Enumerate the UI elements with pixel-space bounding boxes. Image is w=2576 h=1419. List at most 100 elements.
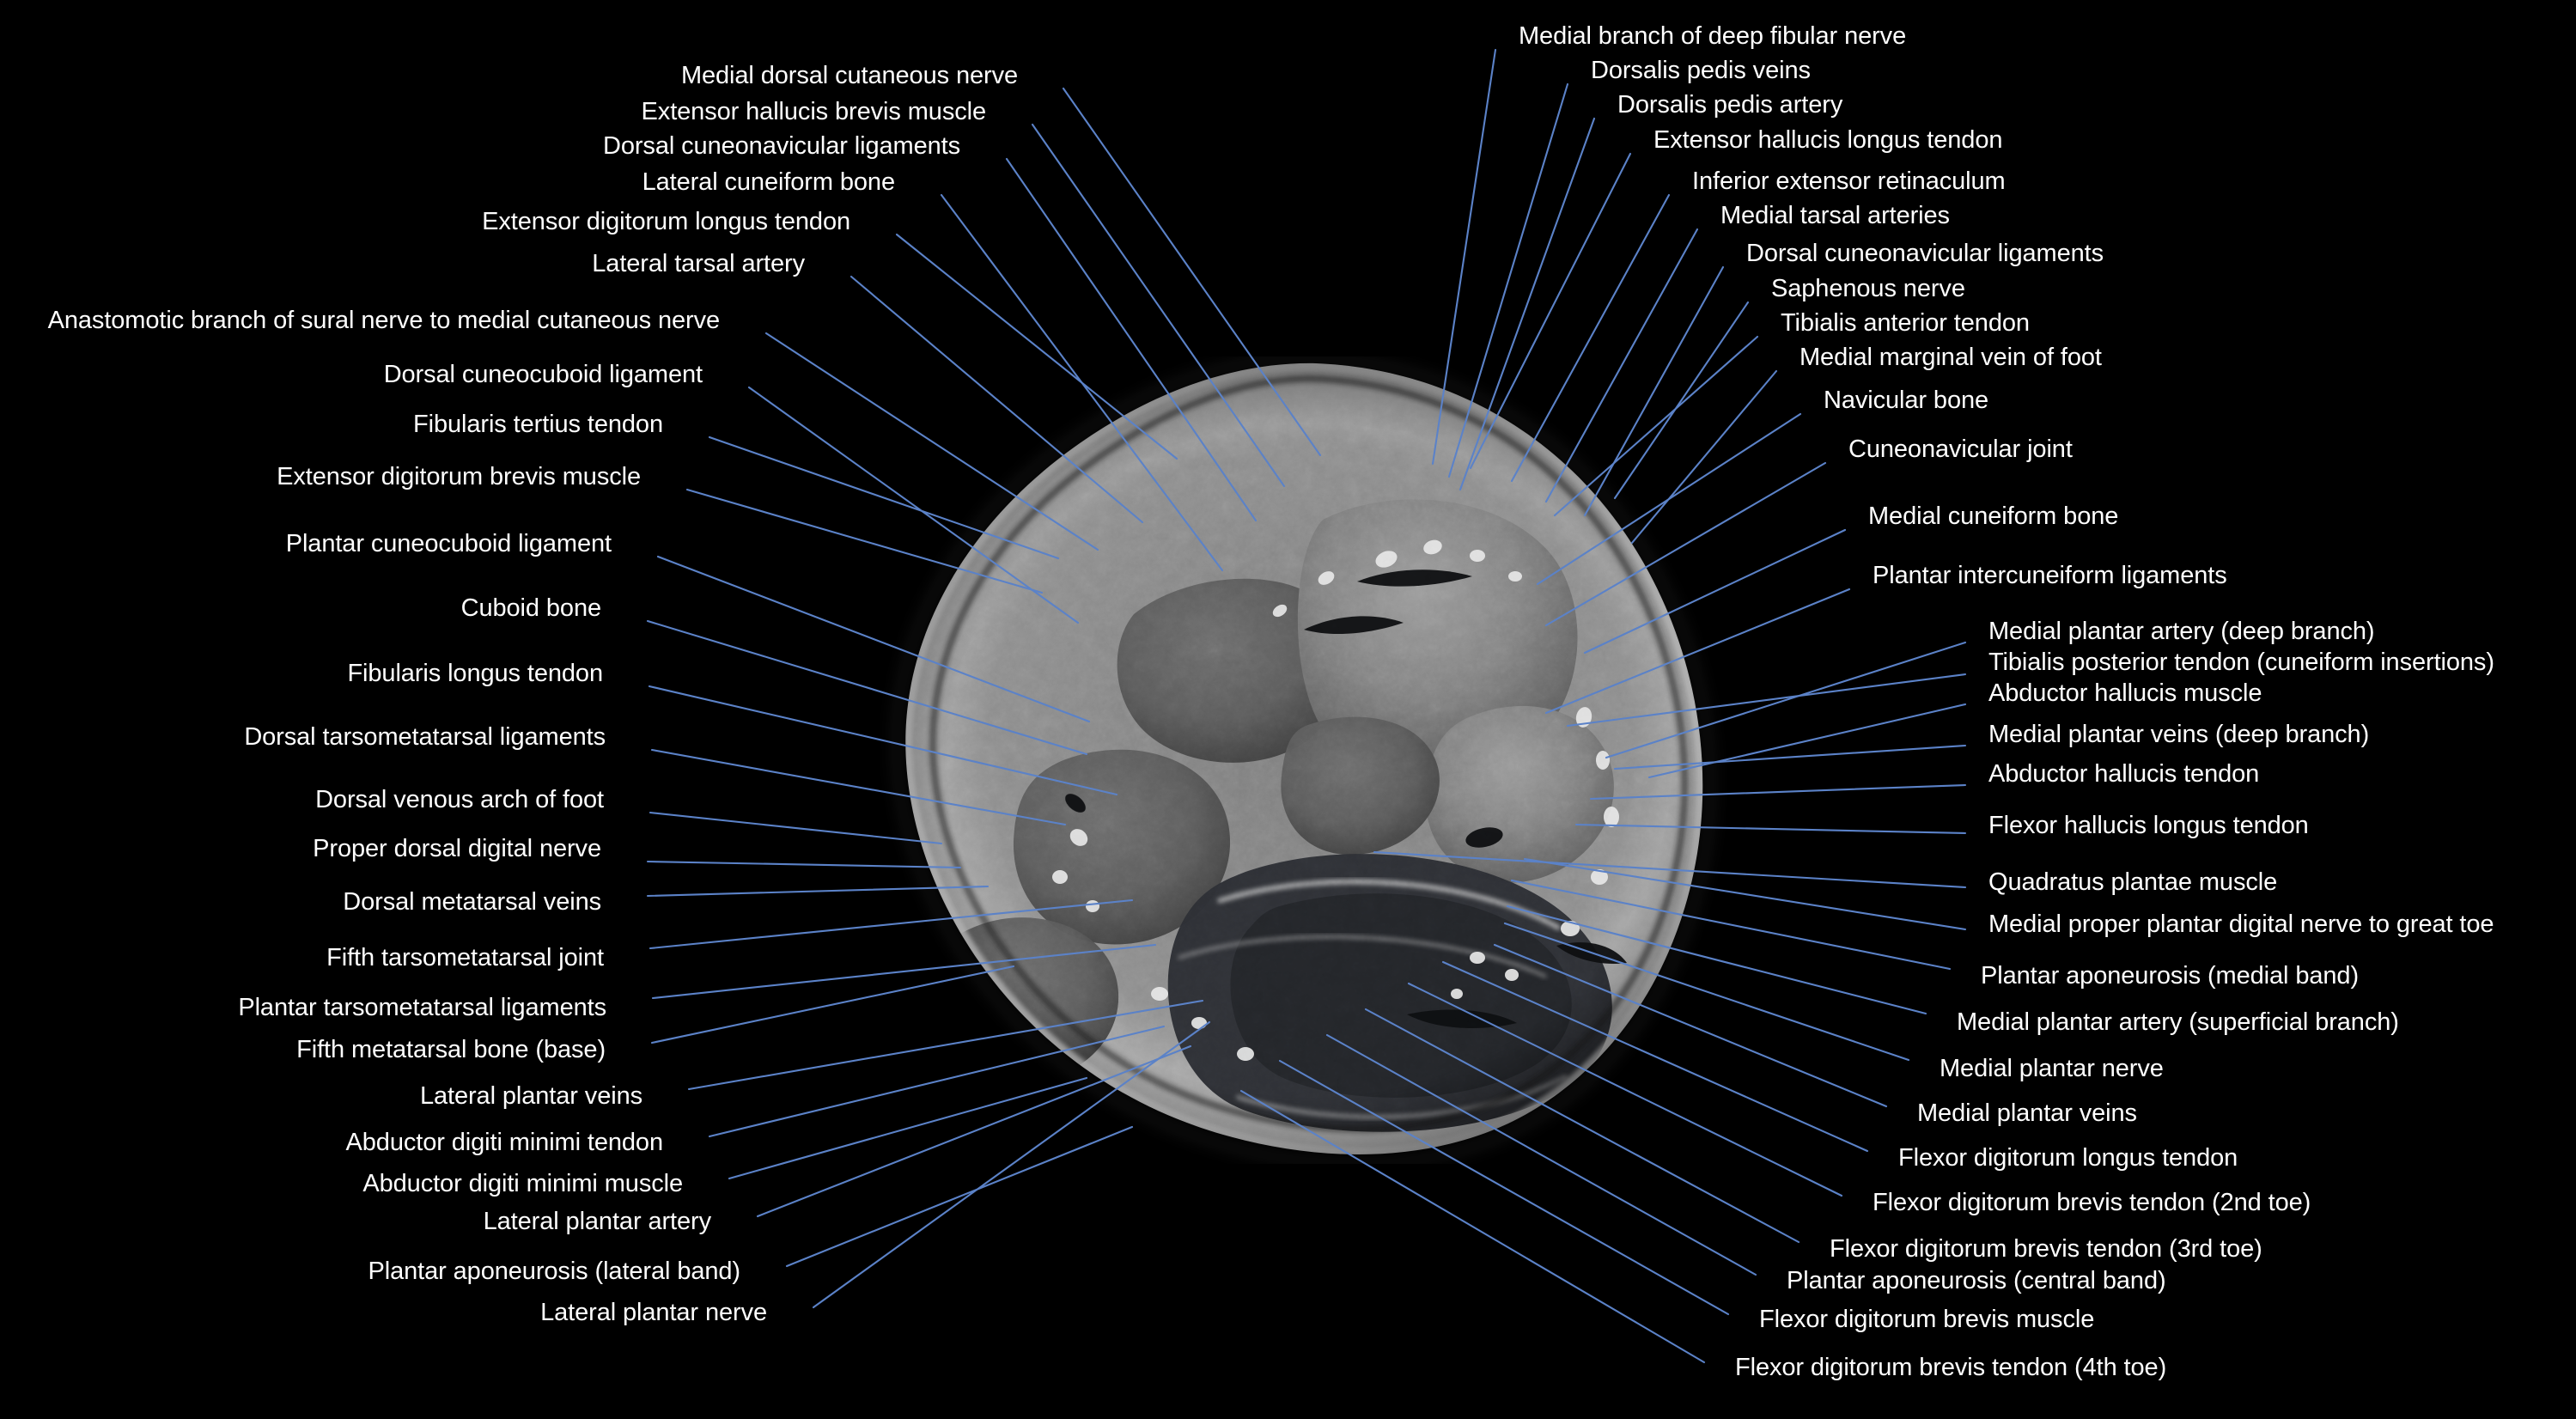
label-lateral-plantar-veins: Lateral plantar veins — [419, 1082, 642, 1110]
leader-line-dorsalis-pedis-artery — [1459, 117, 1596, 491]
leader-line-medial-branch-deep-fibular-nerve — [1431, 48, 1497, 466]
label-navicular-bone: Navicular bone — [1824, 387, 1989, 414]
leader-line-plantar-aponeurosis-central-band — [1325, 1033, 1757, 1276]
leader-line-dorsal-tarsometatarsal-ligaments — [650, 748, 1067, 826]
leader-line-lateral-plantar-veins — [687, 999, 1204, 1091]
leader-line-plantar-cuneocuboid-ligament — [656, 555, 1091, 723]
label-fifth-metatarsal-bone-base: Fifth metatarsal bone (base) — [296, 1036, 606, 1063]
leader-line-anastomotic-branch-sural-nerve — [764, 332, 1099, 551]
label-plantar-aponeurosis-central-band: Plantar aponeurosis (central band) — [1787, 1267, 2166, 1294]
label-lateral-plantar-nerve: Lateral plantar nerve — [540, 1299, 767, 1326]
label-dorsal-venous-arch-of-foot: Dorsal venous arch of foot — [315, 786, 604, 813]
leader-line-fifth-tarsometatarsal-joint — [649, 898, 1134, 950]
leader-line-medial-dorsal-cutaneous-nerve — [1062, 87, 1322, 457]
label-medial-plantar-artery-deep: Medial plantar artery (deep branch) — [1988, 618, 2375, 645]
leader-line-tibialis-anterior-tendon — [1553, 335, 1759, 517]
label-lateral-plantar-artery: Lateral plantar artery — [483, 1208, 711, 1235]
leader-line-quadratus-plantae-muscle — [1373, 850, 1967, 889]
label-abductor-hallucis-muscle: Abductor hallucis muscle — [1988, 679, 2262, 707]
leader-line-cuboid-bone — [646, 619, 1088, 756]
label-quadratus-plantae-muscle: Quadratus plantae muscle — [1988, 868, 2278, 896]
leader-line-flexor-hallucis-longus-tendon — [1574, 823, 1967, 835]
label-inferior-extensor-retinaculum: Inferior extensor retinaculum — [1692, 167, 2006, 195]
leader-line-navicular-bone — [1536, 412, 1802, 586]
leader-line-dorsal-metatarsal-veins — [646, 885, 990, 898]
leader-line-fifth-metatarsal-bone-base — [650, 965, 1015, 1044]
leader-line-saphenous-nerve — [1613, 301, 1750, 500]
leader-line-dorsal-cuneonavicular-ligaments-left — [1005, 157, 1258, 522]
leader-line-plantar-intercuneiform-ligaments — [1544, 588, 1851, 715]
leader-line-plantar-aponeurosis-lateral-band — [785, 1125, 1134, 1268]
label-cuboid-bone: Cuboid bone — [460, 594, 601, 622]
leader-line-abductor-hallucis-muscle — [1647, 703, 1967, 779]
leader-line-plantar-aponeurosis-medial-band — [1510, 879, 1952, 971]
label-plantar-tarsometatarsal-ligaments: Plantar tarsometatarsal ligaments — [238, 994, 606, 1021]
label-medial-cuneiform-bone: Medial cuneiform bone — [1868, 502, 2119, 530]
label-lateral-tarsal-artery: Lateral tarsal artery — [592, 250, 805, 277]
leader-line-flexor-digitorum-brevis-tendon-3 — [1364, 1008, 1800, 1244]
leader-line-medial-plantar-veins — [1493, 943, 1888, 1108]
label-flexor-digitorum-brevis-tendon-4: Flexor digitorum brevis tendon (4th toe) — [1735, 1354, 2167, 1381]
label-flexor-digitorum-brevis-tendon-2: Flexor digitorum brevis tendon (2nd toe) — [1873, 1189, 2311, 1216]
label-flexor-digitorum-brevis-muscle: Flexor digitorum brevis muscle — [1759, 1306, 2095, 1333]
label-flexor-digitorum-longus-tendon: Flexor digitorum longus tendon — [1898, 1144, 2238, 1172]
leader-line-medial-plantar-artery-superficial — [1506, 904, 1927, 1015]
leader-line-abductor-hallucis-tendon — [1589, 783, 1967, 801]
label-anastomotic-branch-sural-nerve: Anastomotic branch of sural nerve to med… — [47, 307, 720, 334]
leader-line-extensor-hallucis-longus-tendon — [1469, 152, 1632, 470]
label-fifth-tarsometatarsal-joint: Fifth tarsometatarsal joint — [326, 944, 604, 971]
label-dorsal-cuneonavicular-ligaments-left: Dorsal cuneonavicular ligaments — [603, 132, 960, 160]
leader-line-medial-marginal-vein-of-foot — [1630, 369, 1778, 545]
leader-line-inferior-extensor-retinaculum — [1510, 193, 1671, 483]
label-plantar-aponeurosis-lateral-band: Plantar aponeurosis (lateral band) — [368, 1258, 741, 1285]
leader-line-medial-plantar-nerve — [1503, 922, 1910, 1062]
label-fibularis-tertius-tendon: Fibularis tertius tendon — [413, 411, 663, 438]
label-tibialis-posterior-tendon-cuneiform: Tibialis posterior tendon (cuneiform ins… — [1988, 649, 2494, 676]
label-lateral-cuneiform-bone: Lateral cuneiform bone — [642, 168, 896, 196]
label-medial-plantar-veins: Medial plantar veins — [1917, 1099, 2137, 1127]
leader-line-abductor-digiti-minimi-tendon — [708, 1025, 1166, 1138]
label-medial-branch-deep-fibular-nerve: Medial branch of deep fibular nerve — [1519, 22, 1907, 50]
label-flexor-digitorum-brevis-tendon-3: Flexor digitorum brevis tendon (3rd toe) — [1830, 1235, 2262, 1263]
label-medial-plantar-nerve: Medial plantar nerve — [1940, 1055, 2164, 1082]
leader-line-dorsal-cuneocuboid-ligament — [747, 386, 1080, 624]
leader-line-lateral-plantar-artery — [756, 1044, 1192, 1218]
leader-line-dorsal-cuneonavicular-ligaments-right — [1583, 265, 1725, 517]
leader-line-lateral-plantar-nerve — [812, 1020, 1211, 1309]
label-abductor-digiti-minimi-muscle: Abductor digiti minimi muscle — [362, 1170, 683, 1197]
label-proper-dorsal-digital-nerve: Proper dorsal digital nerve — [313, 835, 601, 862]
leader-line-fibularis-longus-tendon — [648, 685, 1118, 796]
label-flexor-hallucis-longus-tendon: Flexor hallucis longus tendon — [1988, 812, 2309, 839]
label-abductor-digiti-minimi-tendon: Abductor digiti minimi tendon — [345, 1129, 664, 1156]
leader-line-medial-plantar-artery-deep — [1605, 641, 1967, 759]
leader-line-dorsalis-pedis-veins — [1447, 82, 1569, 478]
label-medial-tarsal-arteries: Medial tarsal arteries — [1720, 202, 1950, 229]
label-medial-proper-plantar-digital-nerve: Medial proper plantar digital nerve to g… — [1988, 910, 2494, 938]
leader-line-flexor-digitorum-brevis-muscle — [1278, 1059, 1730, 1316]
leader-line-lateral-tarsal-artery — [850, 275, 1144, 524]
label-fibularis-longus-tendon: Fibularis longus tendon — [347, 660, 603, 687]
label-dorsal-metatarsal-veins: Dorsal metatarsal veins — [343, 888, 601, 916]
label-medial-marginal-vein-of-foot: Medial marginal vein of foot — [1800, 344, 2102, 371]
label-medial-plantar-artery-superficial: Medial plantar artery (superficial branc… — [1957, 1008, 2399, 1036]
label-extensor-hallucis-longus-tendon: Extensor hallucis longus tendon — [1653, 126, 2003, 154]
label-dorsalis-pedis-veins: Dorsalis pedis veins — [1591, 57, 1811, 84]
leader-line-abductor-digiti-minimi-muscle — [728, 1076, 1088, 1180]
label-plantar-aponeurosis-medial-band: Plantar aponeurosis (medial band) — [1981, 962, 2360, 990]
leader-line-proper-dorsal-digital-nerve — [646, 860, 962, 869]
label-medial-plantar-veins-deep: Medial plantar veins (deep branch) — [1988, 721, 2370, 748]
label-plantar-intercuneiform-ligaments: Plantar intercuneiform ligaments — [1873, 562, 2227, 589]
label-medial-dorsal-cutaneous-nerve: Medial dorsal cutaneous nerve — [680, 62, 1018, 89]
leader-line-plantar-tarsometatarsal-ligaments — [651, 943, 1157, 1000]
label-tibialis-anterior-tendon: Tibialis anterior tendon — [1781, 309, 2030, 337]
leader-line-medial-cuneiform-bone — [1583, 528, 1847, 655]
label-cuneonavicular-joint: Cuneonavicular joint — [1848, 435, 2073, 463]
label-extensor-hallucis-brevis-muscle: Extensor hallucis brevis muscle — [641, 98, 987, 125]
label-dorsal-cuneocuboid-ligament: Dorsal cuneocuboid ligament — [383, 361, 703, 388]
label-dorsalis-pedis-artery: Dorsalis pedis artery — [1617, 91, 1843, 119]
leader-line-extensor-digitorum-longus-tendon — [895, 233, 1178, 460]
leader-line-medial-tarsal-arteries — [1544, 228, 1699, 503]
leader-line-flexor-digitorum-brevis-tendon-2 — [1407, 982, 1843, 1197]
